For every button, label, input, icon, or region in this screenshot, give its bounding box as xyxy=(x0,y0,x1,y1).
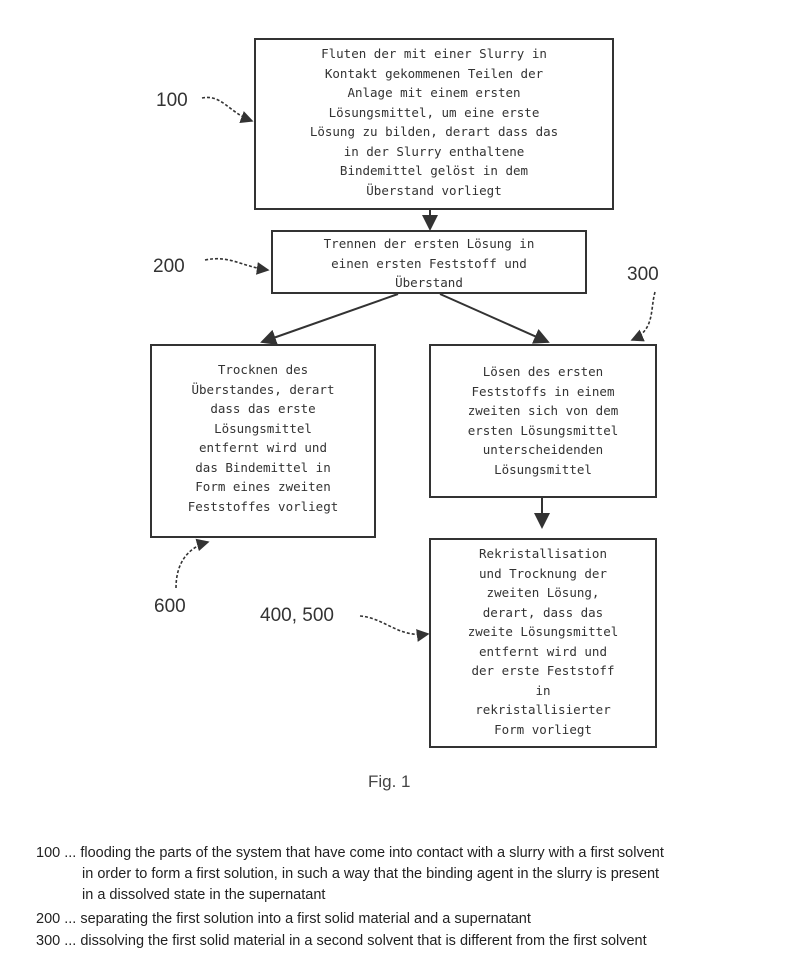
step-600-line: Trocknen des xyxy=(156,360,370,380)
leader-600 xyxy=(176,542,208,588)
legend-number: 100 xyxy=(36,843,60,864)
step-400-line: und Trocknung der xyxy=(435,564,651,584)
step-200-box: Trennen der ersten Lösung in einen erste… xyxy=(271,230,587,294)
step-400-line: zweite Lösungsmittel xyxy=(435,622,651,642)
step-600-line: Form eines zweiten xyxy=(156,477,370,497)
step-200-line: Trennen der ersten Lösung in xyxy=(277,234,581,254)
step-100-line: Bindemittel gelöst in dem xyxy=(260,161,608,181)
step-400-line: Rekristallisation xyxy=(435,544,651,564)
step-300-box: Lösen des ersten Feststoffs in einem zwe… xyxy=(429,344,657,498)
step-100-line: Lösungsmittel, um eine erste xyxy=(260,103,608,123)
step-400-line: zweiten Lösung, xyxy=(435,583,651,603)
step-400-line: entfernt wird und xyxy=(435,642,651,662)
legend-number: 200 xyxy=(36,909,60,930)
arrow-200-to-300 xyxy=(440,294,548,342)
step-300-line: ersten Lösungsmittel xyxy=(435,421,651,441)
step-100-line: Fluten der mit einer Slurry in xyxy=(260,44,608,64)
leader-200 xyxy=(205,259,268,270)
step-200-line: Überstand xyxy=(277,273,581,293)
step-600-box: Trocknen des Überstandes, derart dass da… xyxy=(150,344,376,538)
legend-item-100: 100 ... flooding the parts of the system… xyxy=(36,843,664,906)
step-300-line: unterscheidenden xyxy=(435,440,651,460)
step-600-line: dass das erste xyxy=(156,399,370,419)
leader-300 xyxy=(632,292,655,340)
ref-label-200: 200 xyxy=(153,256,185,278)
step-300-line: Lösen des ersten xyxy=(435,362,651,382)
step-300-line: zweiten sich von dem xyxy=(435,401,651,421)
step-400-box: Rekristallisation und Trocknung der zwei… xyxy=(429,538,657,748)
step-300-line: Feststoffs in einem xyxy=(435,382,651,402)
step-300-line: Lösungsmittel xyxy=(435,460,651,480)
legend-text: ... dissolving the first solid material … xyxy=(64,933,646,949)
step-400-line: derart, dass das xyxy=(435,603,651,623)
arrow-200-to-600 xyxy=(262,294,398,342)
leader-100 xyxy=(202,97,252,121)
step-600-line: Feststoffes vorliegt xyxy=(156,497,370,517)
step-100-line: Kontakt gekommenen Teilen der xyxy=(260,64,608,84)
legend-number: 300 xyxy=(36,931,60,952)
step-600-line: Überstandes, derart xyxy=(156,380,370,400)
figure-caption: Fig. 1 xyxy=(368,772,411,792)
legend-text: in order to form a first solution, in su… xyxy=(36,864,664,885)
step-400-line: rekristallisierter xyxy=(435,700,651,720)
step-100-line: Überstand vorliegt xyxy=(260,181,608,201)
step-600-line: Lösungsmittel xyxy=(156,419,370,439)
legend-text: in a dissolved state in the supernatant xyxy=(36,885,664,906)
step-400-line: der erste Feststoff xyxy=(435,661,651,681)
ref-label-400-500: 400, 500 xyxy=(260,605,334,627)
ref-label-600: 600 xyxy=(154,596,186,618)
leader-400 xyxy=(360,616,428,635)
legend-text: ... separating the first solution into a… xyxy=(64,911,531,927)
step-400-line: Form vorliegt xyxy=(435,720,651,740)
step-100-line: Lösung zu bilden, derart dass das xyxy=(260,122,608,142)
step-400-line: in xyxy=(435,681,651,701)
step-100-line: Anlage mit einem ersten xyxy=(260,83,608,103)
ref-label-300: 300 xyxy=(627,264,659,286)
ref-label-100: 100 xyxy=(156,90,188,112)
step-600-line: das Bindemittel in xyxy=(156,458,370,478)
legend-item-200: 200 ... separating the first solution in… xyxy=(36,909,531,930)
legend-item-300: 300 ... dissolving the first solid mater… xyxy=(36,931,647,952)
step-100-box: Fluten der mit einer Slurry in Kontakt g… xyxy=(254,38,614,210)
legend-text: ... flooding the parts of the system tha… xyxy=(64,845,664,861)
step-600-line: entfernt wird und xyxy=(156,438,370,458)
step-200-line: einen ersten Feststoff und xyxy=(277,254,581,274)
step-100-line: in der Slurry enthaltene xyxy=(260,142,608,162)
